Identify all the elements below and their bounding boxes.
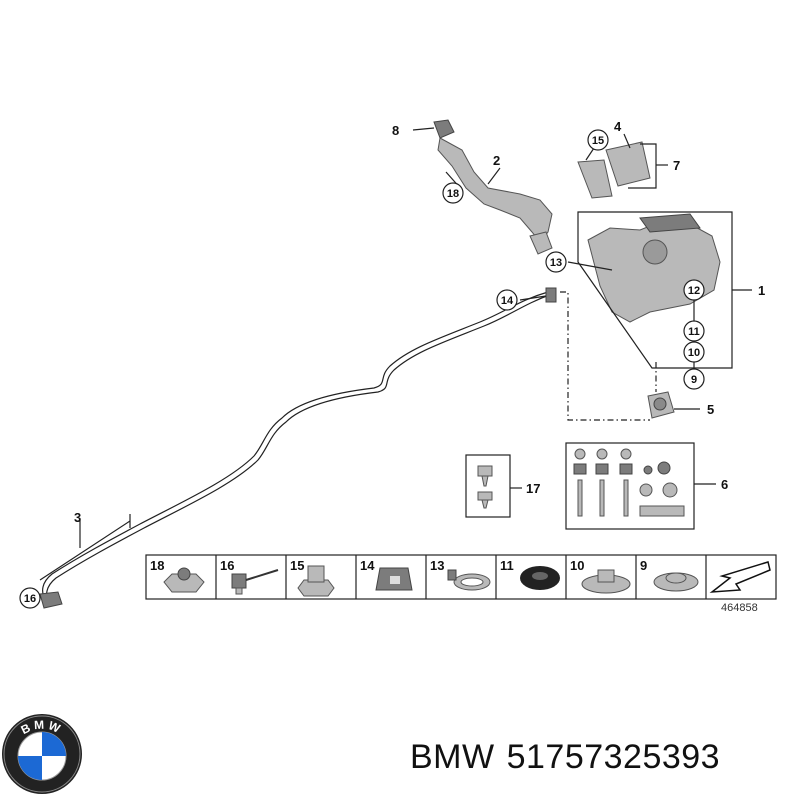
- strip-label-10: 10: [570, 558, 584, 573]
- diagram-ref-number: 464858: [721, 602, 758, 614]
- dash-connector: [560, 291, 650, 421]
- group-7-bracket: [628, 143, 657, 189]
- group-3-bracket: [39, 514, 131, 581]
- callout-1: 1: [758, 283, 765, 298]
- filter-housing: [605, 141, 651, 187]
- filler-cap: [433, 119, 455, 139]
- group-17-box: [465, 454, 511, 518]
- callout-11: 11: [688, 326, 700, 338]
- line-clip-14: [545, 287, 557, 303]
- strip-label-16: 16: [220, 558, 234, 573]
- strip-label-15: 15: [290, 558, 304, 573]
- callout-6: 6: [721, 477, 728, 492]
- svg-text:BMW: BMW: [19, 718, 65, 738]
- line-end-16: [39, 591, 63, 609]
- bolt-17a: [477, 465, 493, 487]
- group-6-box: [565, 442, 695, 530]
- callout-5: 5: [707, 402, 714, 417]
- tank-box: [577, 211, 733, 369]
- strip-part-11-grommet: [520, 566, 560, 590]
- callout-13: 13: [550, 257, 562, 269]
- strip-label-13: 13: [430, 558, 444, 573]
- fuel-line: [42, 291, 549, 601]
- tank-bracket: [639, 213, 701, 233]
- strip-part-15-nut: [297, 565, 335, 597]
- callout-15: 15: [592, 135, 604, 147]
- callout-2: 2: [493, 153, 500, 168]
- strip-part-10-washer: [581, 569, 631, 594]
- filler-neck-lower: [529, 231, 553, 255]
- strip-label-11: 11: [500, 558, 514, 573]
- strip-label-14: 14: [360, 558, 375, 573]
- caption: BMW 51757325393: [410, 738, 732, 777]
- strip-part-14-holder: [375, 567, 413, 591]
- callout-8: 8: [392, 123, 399, 138]
- parts-strip-cells: [215, 555, 707, 599]
- strip-part-16-clip: [231, 569, 279, 595]
- strip-arrow-icon: [709, 561, 771, 593]
- strip-label-18: 18: [150, 558, 164, 573]
- parts-strip: [145, 554, 777, 600]
- callout-14: 14: [501, 295, 514, 307]
- strip-part-13-clamp: [447, 569, 491, 591]
- tank-pump-flange: [642, 239, 668, 265]
- mount-hardware-6: [573, 448, 685, 517]
- caption-brand: BMW: [410, 738, 495, 776]
- callout-10: 10: [688, 347, 700, 359]
- callout-12: 12: [688, 285, 700, 297]
- fuel-tank: [587, 221, 721, 323]
- callout-3: 3: [74, 510, 81, 525]
- callout-4: 4: [614, 119, 622, 134]
- strip-label-9: 9: [640, 558, 647, 573]
- callout-9: 9: [691, 374, 697, 386]
- bmw-logo: BMW: [2, 714, 82, 794]
- callout-7: 7: [673, 158, 680, 173]
- filter-element: [577, 159, 613, 199]
- strip-part-9-nut: [653, 572, 699, 592]
- strip-part-18-nut: [163, 567, 205, 593]
- callout-16: 16: [24, 593, 36, 605]
- bolt-17b: [477, 491, 493, 509]
- fuel-line-return: [46, 293, 553, 605]
- callout-17: 17: [526, 481, 540, 496]
- callout-18: 18: [447, 188, 459, 200]
- caption-part-number: 51757325393: [506, 738, 721, 776]
